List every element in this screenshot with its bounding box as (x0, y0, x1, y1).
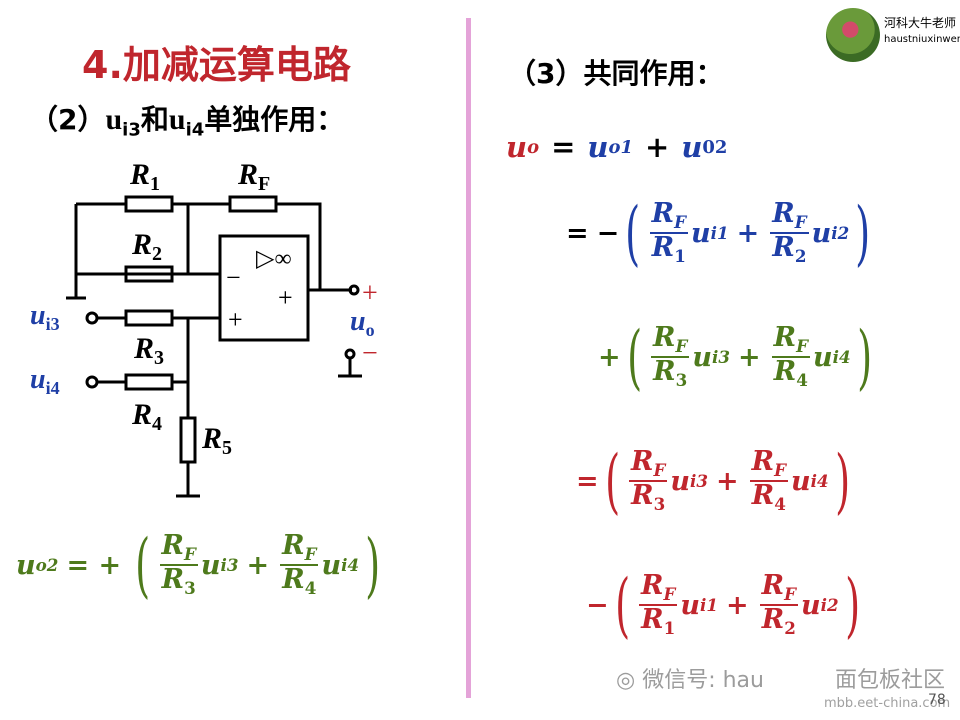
opamp-plus-in: + (228, 305, 243, 334)
label-r1: R1 (129, 158, 160, 195)
label-r3: R3 (133, 332, 164, 369)
opamp-plus-out: + (278, 283, 293, 312)
vertical-divider (466, 18, 471, 698)
opamp-body (218, 234, 310, 342)
opamp-symbol: ▷∞ (256, 246, 292, 272)
r4-resistor (124, 373, 174, 391)
output-minus: − (362, 338, 378, 369)
rf-resistor (228, 195, 278, 213)
right-header: （3）共同作用： (508, 57, 724, 90)
r1-resistor (124, 195, 174, 213)
label-rf: RF (237, 158, 270, 195)
r2-resistor (124, 265, 174, 283)
logo-avatar (826, 8, 880, 62)
opamp-minus: − (226, 263, 241, 292)
output-plus: + (362, 278, 378, 309)
r5-resistor (179, 416, 197, 464)
watermark-wechat: ◎ 微信号: hau 面包板社区 (616, 668, 945, 693)
wechat-icon: ◎ (616, 668, 636, 693)
label-r2: R2 (131, 228, 162, 265)
label-r5: R5 (201, 422, 232, 459)
page-number: 78 (928, 692, 946, 708)
circuit-diagram: R1 RF R2 R3 R4 R5 ▷∞ − + + ui3 ui4 uo + … (30, 158, 378, 498)
page-title: 4.加减运算电路 (82, 43, 351, 87)
logo-id: haustniuxinwen (884, 34, 960, 45)
label-ui4: ui4 (30, 364, 60, 398)
section-subtitle: （2）ui3和ui4单独作用： (30, 103, 345, 141)
label-ui3: ui3 (30, 300, 60, 334)
label-r4: R4 (131, 398, 162, 435)
watermark-url: mbb.eet-china.com (824, 696, 951, 711)
logo-name: 河科大牛老师 (884, 16, 957, 30)
r3-resistor (124, 309, 174, 327)
label-uo: uo (350, 306, 375, 340)
